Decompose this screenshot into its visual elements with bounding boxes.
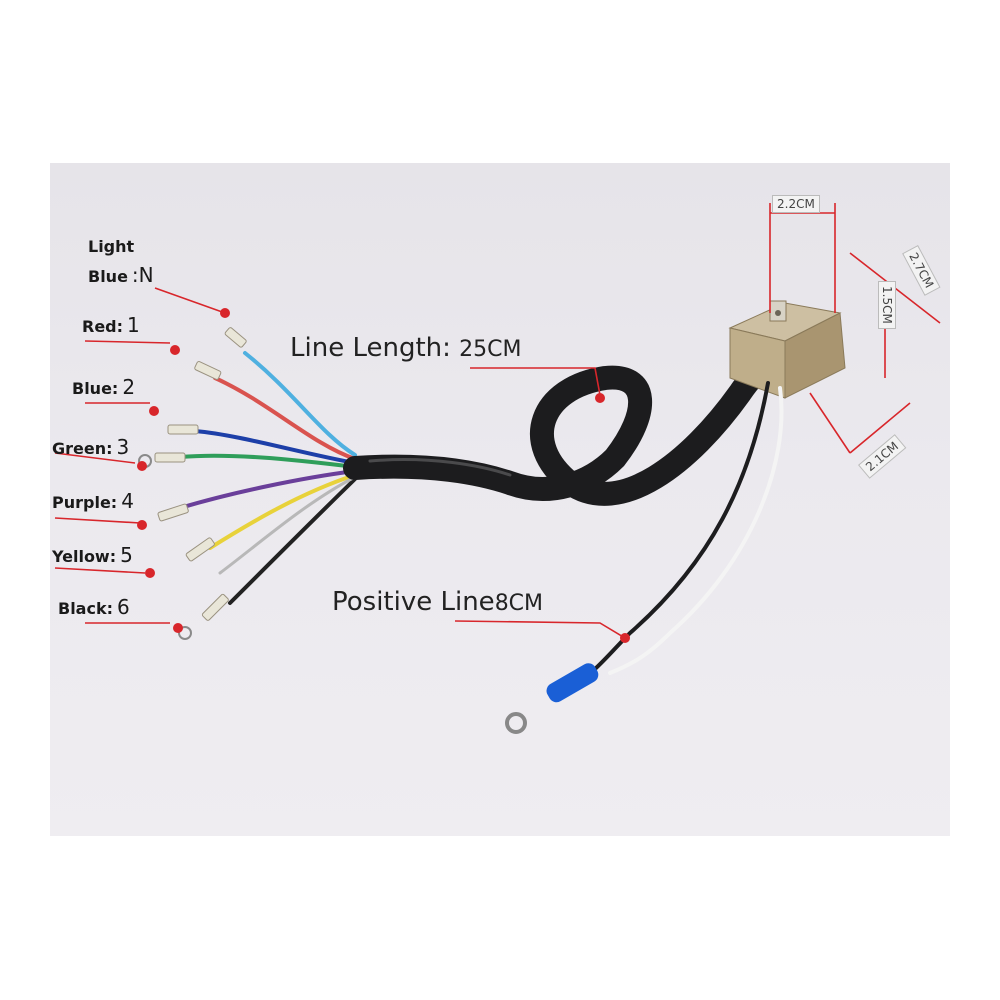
dot-light-blue: [220, 308, 230, 318]
terminal-green: [154, 452, 186, 463]
main-cable-body: [343, 351, 782, 506]
label-green-code: 3: [116, 435, 130, 459]
connector-side-face: [784, 312, 846, 399]
dot-yellow: [145, 568, 155, 578]
line-length-title: Line Length:: [290, 333, 451, 363]
pointer-yellow: [54, 567, 146, 574]
ring-terminal-black: [178, 626, 192, 640]
pointer-red: [84, 340, 171, 344]
label-blue-code: 2: [122, 375, 136, 399]
red-wire: [213, 376, 357, 461]
positive-white-wire: [608, 386, 784, 675]
label-blue-name: Blue:: [72, 379, 119, 398]
line-length-label: Line Length: 25CM: [290, 333, 522, 363]
pointer-light-blue: [154, 287, 226, 314]
terminal-blue: [167, 424, 199, 435]
terminal-purple: [157, 503, 189, 522]
blue-insulator: [546, 663, 599, 703]
positive-line-cable: [568, 381, 784, 690]
main-cable: [343, 351, 782, 506]
label-red-code: 1: [127, 313, 140, 337]
green-wire: [178, 453, 357, 469]
label-light-blue-line2: Blue:N: [88, 261, 154, 291]
ring-terminal: [505, 712, 527, 734]
wire-terminals: [154, 327, 247, 621]
terminal-red: [194, 361, 222, 380]
light-blue-wire: [243, 351, 357, 457]
label-light-blue-code: :N: [131, 263, 154, 287]
label-black-name: Black:: [58, 599, 113, 618]
label-yellow-code: 5: [120, 543, 133, 567]
connector-tab-hole: [775, 310, 781, 316]
label-light-blue-name2: Blue: [88, 267, 128, 286]
positive-line-value: 8CM: [494, 591, 544, 616]
wiring-harness-illustration: [54, 203, 941, 734]
pointer-line-length: [470, 367, 601, 396]
yellow-wire: [208, 473, 357, 550]
blue-ring-connector: [505, 663, 599, 734]
label-blue: Blue:2: [72, 375, 135, 399]
label-red-name: Red:: [82, 317, 124, 336]
label-purple-code: 4: [121, 489, 134, 513]
colored-wires: [178, 351, 357, 605]
purple-wire: [178, 469, 357, 510]
positive-line-label: Positive Line8CM: [332, 587, 543, 617]
dot-green: [137, 461, 147, 471]
annotation-dots: [137, 308, 630, 643]
pointer-positive-line: [454, 620, 626, 639]
dot-line-length: [595, 393, 605, 403]
label-light-blue: Light Blue:N: [88, 233, 154, 291]
label-yellow-name: Yellow:: [52, 547, 117, 566]
terminal-black: [201, 593, 229, 621]
label-black-code: 6: [117, 595, 130, 619]
blue-wire: [193, 429, 357, 465]
label-green-name: Green:: [52, 439, 113, 458]
connector-box: [728, 300, 846, 399]
terminal-light-blue: [224, 327, 247, 348]
dot-positive-line: [620, 633, 630, 643]
pointer-purple: [54, 517, 141, 524]
dot-blue: [149, 406, 159, 416]
label-light-blue-line1: Light: [88, 237, 135, 256]
pointer-green: [54, 452, 136, 464]
positive-black-wire: [568, 381, 770, 690]
gray-wire: [218, 475, 357, 575]
label-purple: Purple:4: [52, 489, 134, 513]
dot-purple: [137, 520, 147, 530]
ring-terminals: [138, 454, 192, 640]
line-length-value: 25CM: [459, 337, 522, 362]
label-purple-name: Purple:: [52, 493, 118, 512]
dimension-height: 1.5CM: [878, 281, 896, 329]
label-yellow: Yellow:5: [52, 543, 133, 567]
annotation-pointers: [54, 203, 941, 639]
dot-black: [173, 623, 183, 633]
label-red: Red:1: [82, 313, 140, 337]
black-wire: [228, 477, 357, 605]
positive-line-title: Positive Line: [332, 587, 495, 617]
terminal-yellow: [185, 537, 215, 562]
dimension-width-top: 2.2CM: [772, 195, 820, 213]
dot-red: [170, 345, 180, 355]
label-black: Black:6: [58, 595, 130, 619]
main-cable-highlight: [368, 458, 512, 477]
product-photo: Light Blue:N Red:1 Blue:2 Green:3 Purple…: [50, 163, 950, 836]
label-green: Green:3: [52, 435, 129, 459]
